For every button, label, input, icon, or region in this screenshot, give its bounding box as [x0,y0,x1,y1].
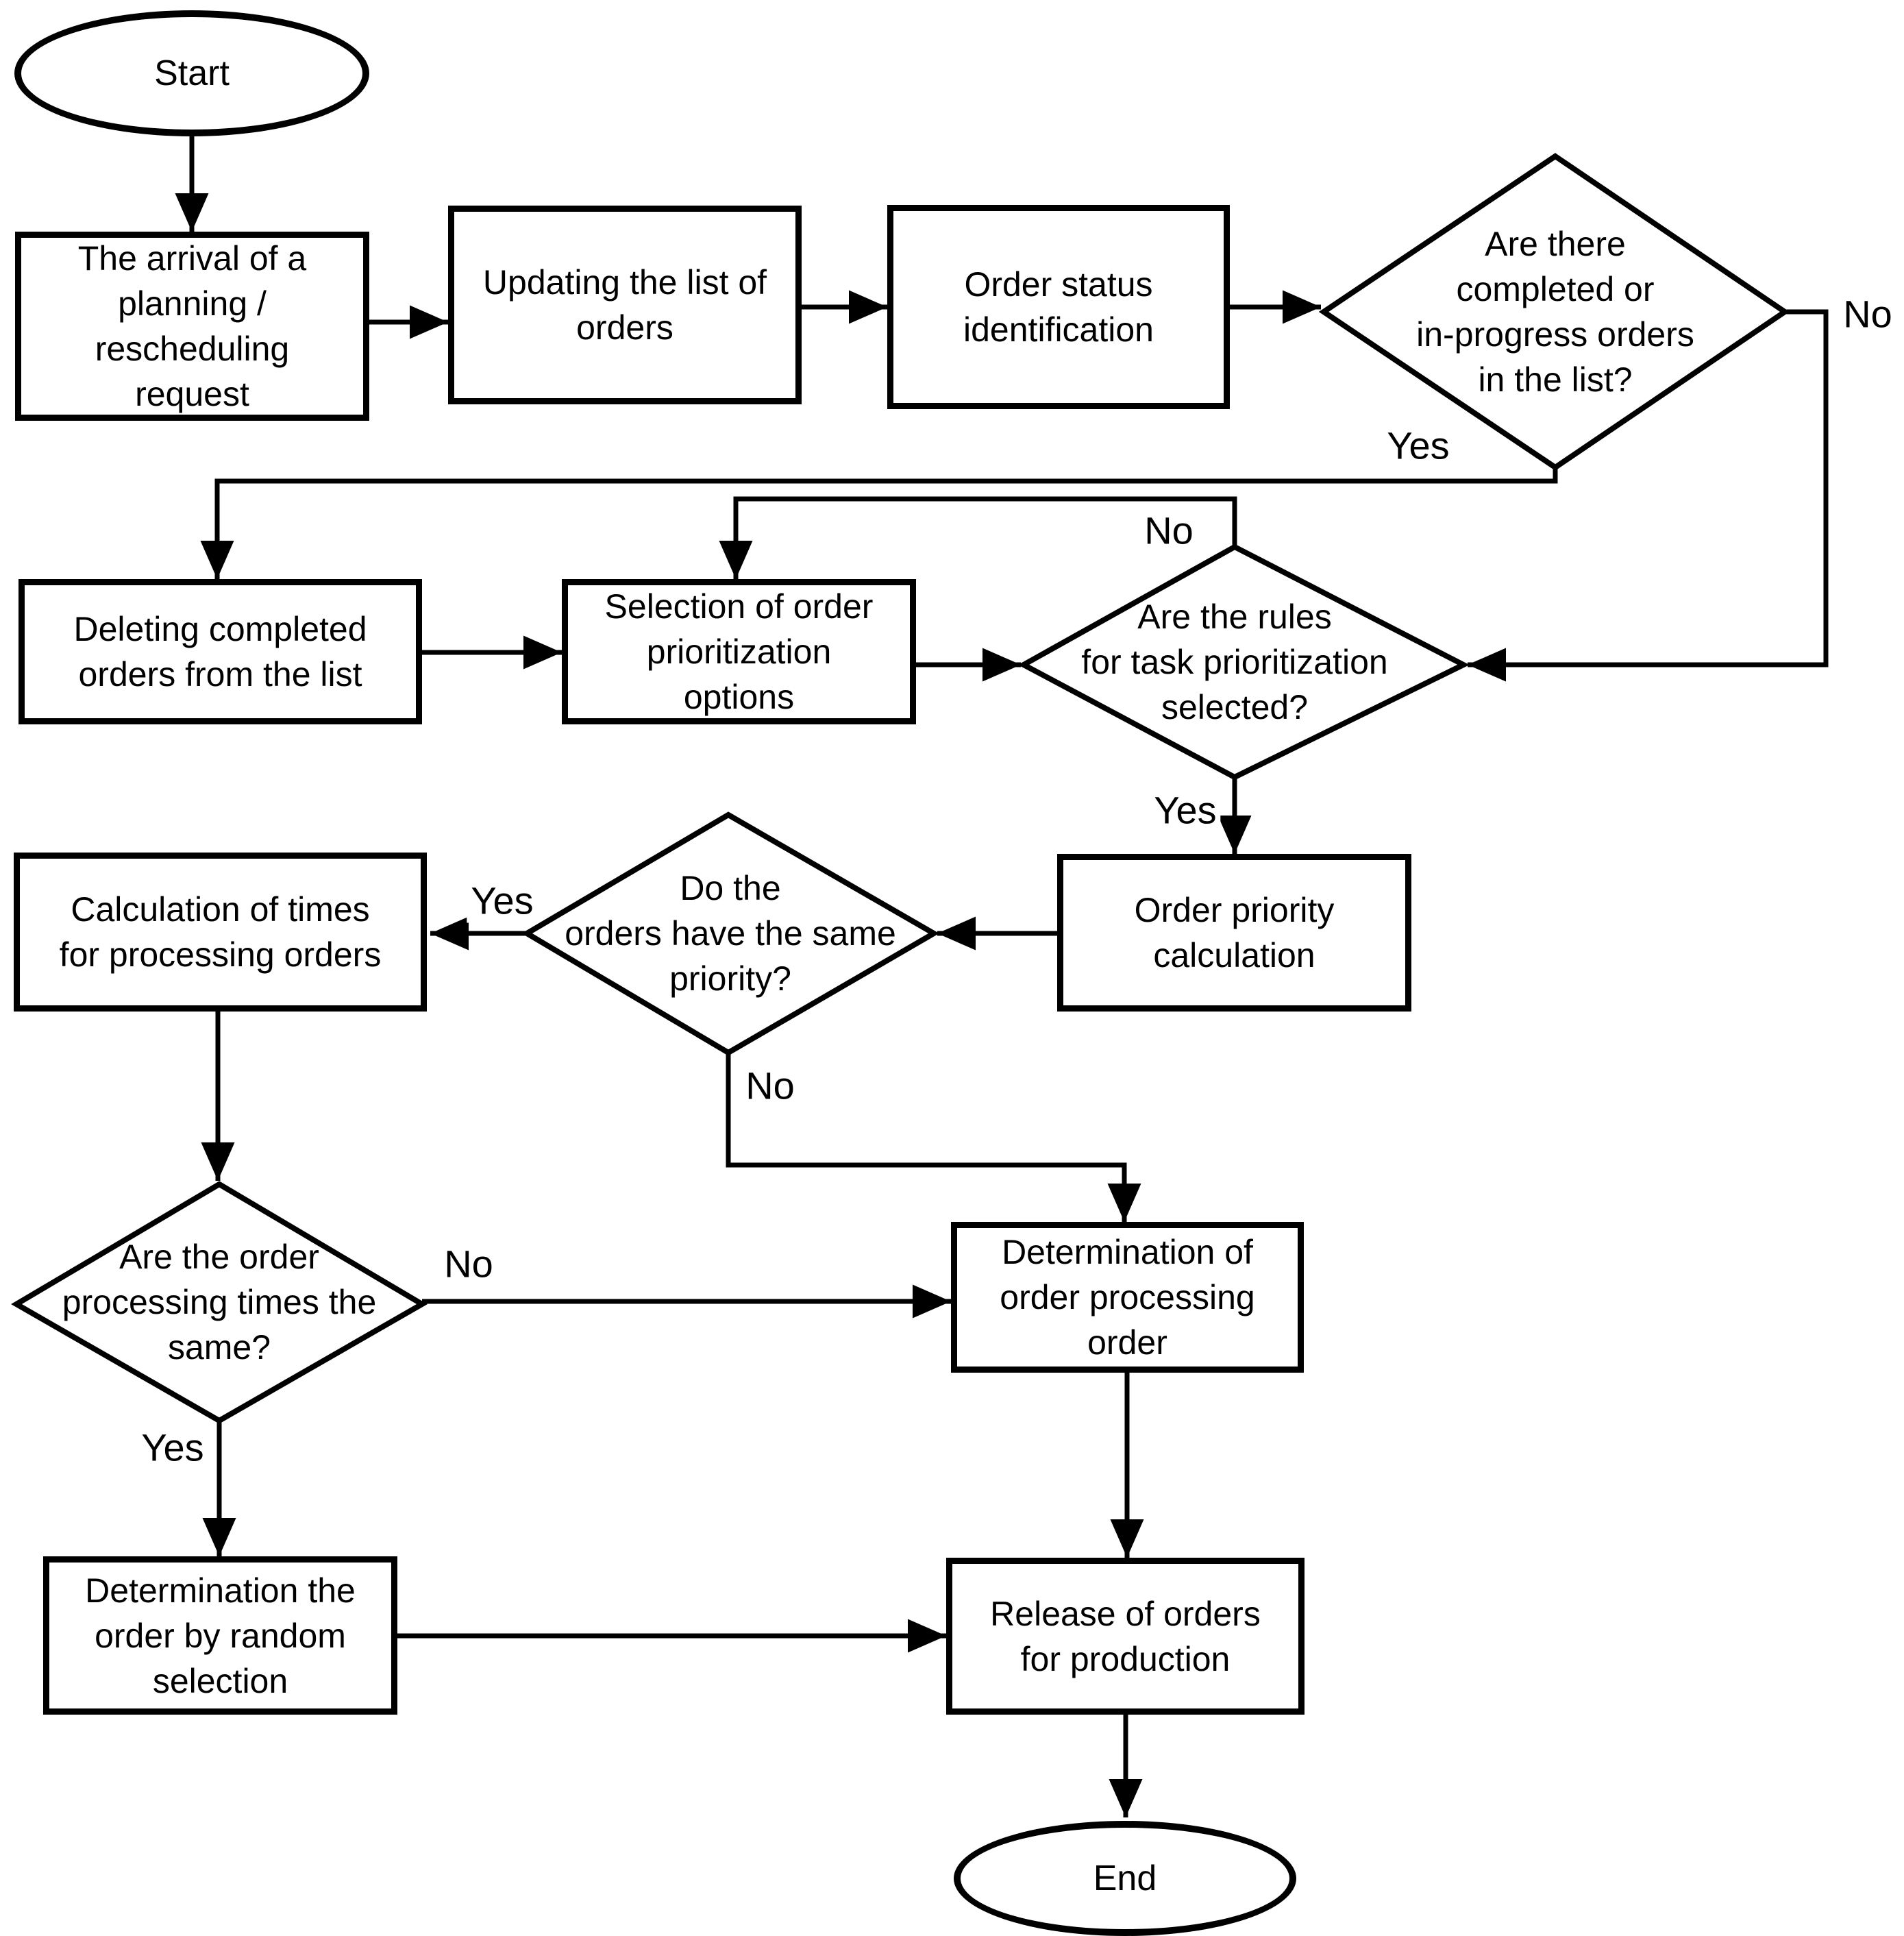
end-terminator: End [954,1821,1296,1936]
edge-label-d1-yes: Yes [1383,423,1454,468]
edge-label-d4-no: No [440,1241,497,1286]
edge-d2-no-to-selection [719,496,1237,579]
decision-rules-selected-label: Are the rules for task prioritization se… [1081,598,1388,726]
edge-label-d3-no: No [741,1063,799,1108]
process-order-priority-calculation: Order priority calculation [1057,854,1411,1012]
edge-d1-no-to-d2 [1468,309,1829,682]
edge-label-d3-yes: Yes [467,878,538,923]
process-calculation-of-times: Calculation of times for processing orde… [14,853,427,1012]
process-updating-order-list: Updating the list of orders [448,206,802,404]
edge-d3-no-to-det-processing [726,1053,1141,1222]
process-determination-random-selection: Determination the order by random select… [43,1556,397,1715]
process-deleting-completed-orders: Deleting completed orders from the list [18,579,422,724]
process-release-orders-production: Release of orders for production [946,1558,1305,1715]
edge-label-d2-yes: Yes [1150,787,1221,833]
edge-label-d4-yes: Yes [137,1425,208,1470]
edge-label-d1-no: No [1839,291,1896,336]
start-terminator: Start [14,10,369,136]
process-arrival-of-request: The arrival of a planning / rescheduling… [15,232,369,421]
edge-d1-yes-to-deleting [200,467,1558,579]
edge-label-d2-no: No [1140,508,1198,553]
process-order-status-identification: Order status identification [887,205,1230,409]
process-determination-processing-order: Determination of order processing order [951,1222,1304,1373]
decision-orders-in-list-label: Are there completed or in-progress order… [1416,225,1694,399]
decision-same-times-label: Are the order processing times the same? [62,1238,377,1367]
decision-same-priority-label: Do the orders have the same priority? [565,869,896,998]
process-selection-prioritization-options: Selection of order prioritization option… [562,579,916,724]
